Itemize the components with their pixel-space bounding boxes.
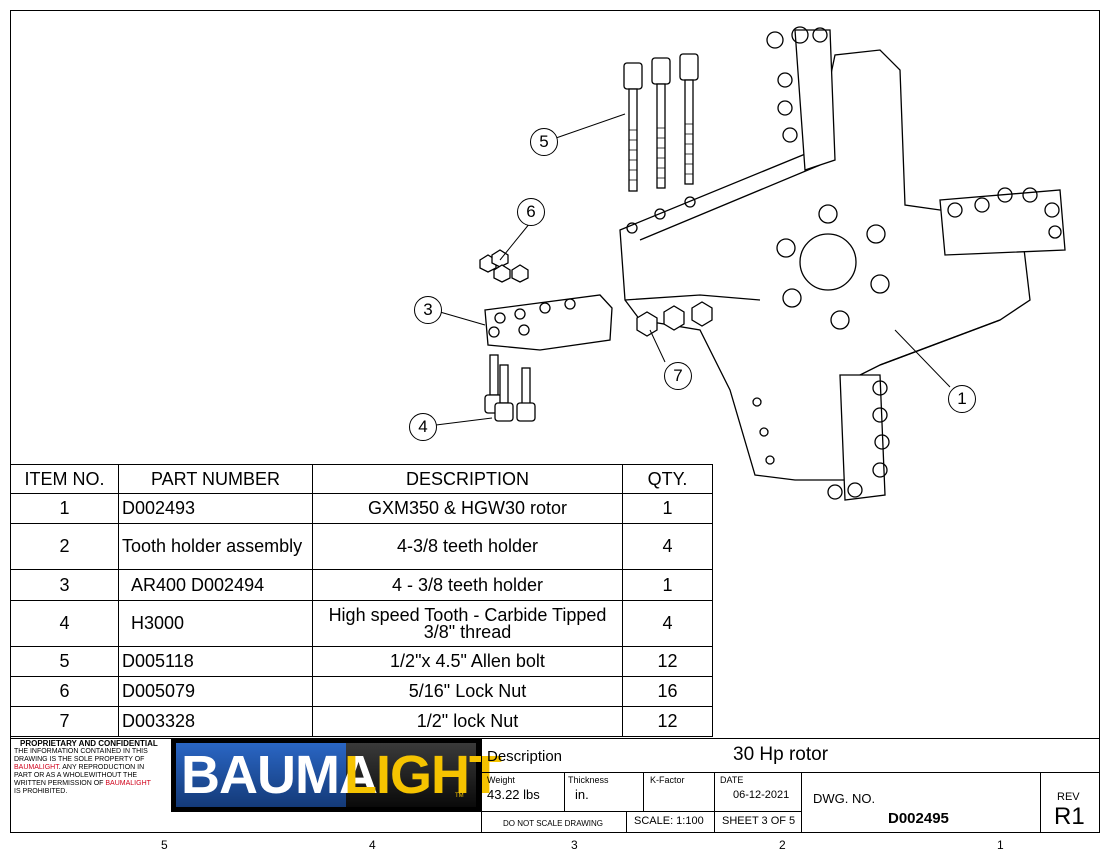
bom-part-number: D005118 [118, 646, 313, 677]
thickness-label: Thickness [568, 775, 609, 785]
date-label: DATE [720, 775, 744, 785]
bom-row: 5 D005118 1/2"x 4.5" Allen bolt 12 [10, 646, 713, 677]
weight-value: 43.22 lbs [487, 787, 540, 802]
small-lock-nuts [479, 249, 529, 283]
proprietary-text: THE INFORMATION CONTAINED IN THIS [14, 748, 148, 755]
bill-of-materials-table: ITEM NO. PART NUMBER DESCRIPTION QTY. 1 … [10, 464, 713, 737]
bom-header-item: ITEM NO. [10, 464, 119, 494]
thickness-value: in. [575, 787, 589, 802]
bom-qty: 1 [622, 569, 713, 601]
logo-trademark: TM [455, 793, 464, 799]
proprietary-text: IS PROHIBITED. [14, 788, 68, 795]
description-label: Description [487, 748, 563, 765]
zone-label: 5 [161, 838, 168, 852]
logo-text-bauma: BAUMA [181, 745, 378, 805]
bom-row: 6 D005079 5/16" Lock Nut 16 [10, 676, 713, 707]
brand-name: BAUMALIGHT [14, 764, 59, 771]
bom-qty: 16 [622, 676, 713, 707]
proprietary-text: DRAWING IS THE SOLE PROPERTY OF [14, 756, 145, 763]
bom-item: 5 [10, 646, 119, 677]
bom-header-row: ITEM NO. PART NUMBER DESCRIPTION QTY. [10, 464, 713, 494]
zone-label: 2 [779, 838, 786, 852]
bom-qty: 1 [622, 493, 713, 524]
bom-qty: 4 [622, 523, 713, 570]
bom-description: GXM350 & HGW30 rotor [312, 493, 623, 524]
bom-header-description: DESCRIPTION [312, 464, 623, 494]
mounted-tooth-holders [766, 26, 1066, 501]
zone-label: 4 [369, 838, 376, 852]
sheet-value: SHEET 3 OF 5 [722, 815, 796, 827]
dwg-number-label: DWG. NO. [813, 791, 876, 806]
bom-part-number: Tooth holder assembly [118, 523, 313, 570]
logo-text-light: LIGHT [344, 745, 502, 805]
bom-part-number: D002493 [118, 493, 313, 524]
bom-item: 6 [10, 676, 119, 707]
bom-part-number: D005079 [118, 676, 313, 707]
callout-5: 5 [530, 128, 558, 156]
revision-label: REV [1057, 791, 1080, 803]
description-value: 30 Hp rotor [733, 744, 829, 765]
proprietary-heading: PROPRIETARY AND CONFIDENTIAL [20, 739, 158, 748]
proprietary-text: PART OR AS A WHOLEWITHOUT THE [14, 772, 138, 779]
tooth-holder-part [484, 294, 613, 351]
bom-description: 1/2"x 4.5" Allen bolt [312, 646, 623, 677]
callout-4: 4 [409, 413, 437, 441]
brand-name: BAUMALIGHT [105, 780, 151, 787]
bom-item: 1 [10, 493, 119, 524]
bom-header-qty: QTY. [622, 464, 713, 494]
scale-value: SCALE: 1:100 [634, 815, 704, 827]
callout-3: 3 [414, 296, 442, 324]
kfactor-label: K-Factor [650, 775, 685, 785]
zone-label: 1 [997, 838, 1004, 852]
bom-description: High speed Tooth - Carbide Tipped 3/8" t… [312, 600, 623, 647]
bom-description: 1/2" lock Nut [312, 706, 623, 737]
bom-row: 1 D002493 GXM350 & HGW30 rotor 1 [10, 493, 713, 524]
large-lock-nuts [636, 301, 713, 337]
bom-row: 7 D003328 1/2" lock Nut 12 [10, 706, 713, 737]
proprietary-notice: PROPRIETARY AND CONFIDENTIAL THE INFORMA… [14, 740, 170, 796]
bom-part-number: AR400 D002494 [118, 569, 313, 601]
bom-row: 3 AR400 D002494 4 - 3/8 teeth holder 1 [10, 569, 713, 601]
weight-label: Weight [487, 775, 515, 785]
revision-cell [1040, 772, 1100, 833]
allen-bolts [623, 53, 699, 192]
bom-item: 2 [10, 523, 119, 570]
bom-description: 4 - 3/8 teeth holder [312, 569, 623, 601]
callout-6: 6 [517, 198, 545, 226]
bom-item: 3 [10, 569, 119, 601]
proprietary-text: WRITTEN PERMISSION OF [14, 780, 106, 787]
leader-lines [435, 113, 951, 426]
bom-item: 4 [10, 600, 119, 647]
no-scale-note: DO NOT SCALE DRAWING [503, 819, 604, 828]
bom-item: 7 [10, 706, 119, 737]
bom-qty: 12 [622, 706, 713, 737]
callout-1: 1 [948, 385, 976, 413]
date-value: 06-12-2021 [733, 789, 790, 801]
baumalight-logo: BAUMA LIGHT TM [171, 738, 502, 812]
bom-qty: 12 [622, 646, 713, 677]
bom-description: 5/16" Lock Nut [312, 676, 623, 707]
bom-part-number: D003328 [118, 706, 313, 737]
bom-row: 2 Tooth holder assembly 4-3/8 teeth hold… [10, 523, 713, 570]
proprietary-text: . ANY REPRODUCTION IN [58, 764, 145, 771]
bom-description: 4-3/8 teeth holder [312, 523, 623, 570]
callout-7: 7 [664, 362, 692, 390]
bom-qty: 4 [622, 600, 713, 647]
bom-row: 4 H3000 High speed Tooth - Carbide Tippe… [10, 600, 713, 647]
carbide-teeth [484, 354, 536, 422]
dwg-number-value: D002495 [888, 810, 949, 827]
bom-header-part: PART NUMBER [118, 464, 313, 494]
zone-label: 3 [571, 838, 578, 852]
revision-value: R1 [1054, 803, 1085, 830]
rotor-plate [619, 49, 1031, 481]
bom-part-number: H3000 [118, 600, 313, 647]
